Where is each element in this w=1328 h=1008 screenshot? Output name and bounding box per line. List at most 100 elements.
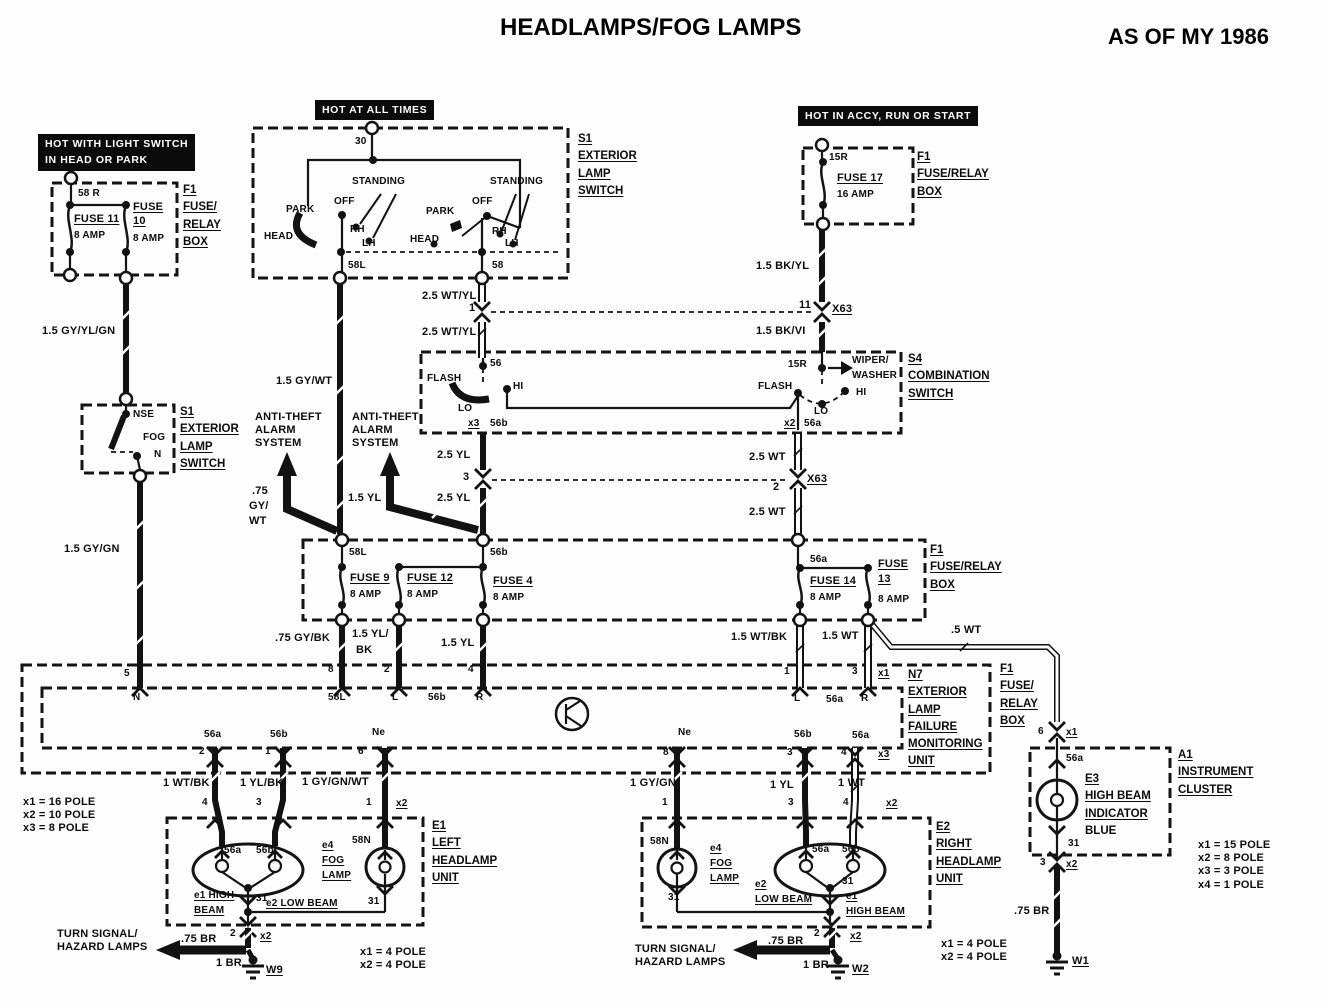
fuse-11-amp: 8 AMP [74, 230, 106, 241]
e1-low-beam: e2 LOW BEAM [266, 898, 338, 909]
n7-56b-a: 56b [428, 692, 446, 703]
n7-c4: 4 [841, 747, 847, 758]
fuse-12-amp: 8 AMP [407, 589, 439, 600]
wire-2.5-wt-b: 2.5 WT [749, 506, 786, 518]
e2-x2-top: x2 [886, 798, 898, 809]
ground-w2-icon [827, 964, 849, 980]
fuse-10-number: 10 [133, 215, 146, 227]
n7-b56a: 56a [204, 729, 222, 740]
lo-left: LO [458, 403, 473, 414]
hi-right: HI [856, 387, 867, 398]
n7-x1: x1 [878, 668, 890, 679]
terminal-15r-s4: 15R [788, 359, 807, 370]
dashed-links [111, 251, 844, 481]
dashed-component-boxes [20, 126, 1172, 929]
connector-x2-s4: x2 [784, 418, 796, 429]
e1-t3: 3 [256, 797, 262, 808]
fuse-13-amp: 8 AMP [878, 594, 910, 605]
wire-.75-gy-wt-2: GY/ [249, 500, 269, 512]
e1-fog-bulb-icon [364, 846, 406, 888]
flash-left: FLASH [427, 373, 462, 384]
n7-t8: 8 [328, 664, 334, 675]
fuse-9-label: FUSE 9 [350, 572, 390, 584]
wire-1.5-yl: 1.5 YL [348, 492, 382, 504]
n7-l-a: L [392, 692, 399, 703]
e2-31-main: 31 [842, 876, 854, 887]
lh-left: LH [362, 238, 376, 249]
switch-levers [108, 193, 530, 451]
connector-11: 11 [799, 299, 812, 311]
wire-1.5-yl-b: 1.5 YL [441, 637, 475, 649]
wire-1.5-yl-bk-2: BK [356, 644, 373, 656]
e1-31-main: 31 [256, 893, 268, 904]
anti-theft-2: ANTI-THEFT ALARM SYSTEM [352, 411, 419, 450]
ground-w9-label: W9 [266, 964, 283, 976]
ground-w2-label: W2 [852, 963, 869, 975]
head-right: HEAD [410, 234, 440, 245]
e1-high-1: e1 HIGH [194, 890, 235, 901]
rh-right: RH [492, 226, 507, 237]
terminal-56: 56 [490, 358, 502, 369]
box-a1-instrument-cluster [1028, 746, 1172, 857]
box-e1-left-headlamp [165, 816, 425, 927]
ground-w1-label: W1 [1072, 955, 1089, 967]
box-e2-right-headlamp [640, 816, 932, 929]
label-f1-top-right: F1 FUSE/RELAY BOX [917, 151, 989, 198]
e2-headlamp-bulb-icon [773, 842, 887, 898]
power-label-light-switch: HOT WITH LIGHT SWITCH IN HEAD OR PARK [38, 134, 196, 171]
e2-31-fog: 31 [668, 892, 680, 903]
arrow-heads [156, 220, 853, 960]
n7-c56b: 56b [794, 729, 812, 740]
label-s1-fog-switch: S1 EXTERIOR LAMP SWITCH [180, 406, 239, 470]
e2-56a: 56a [812, 844, 830, 855]
standing-left: STANDING [352, 176, 406, 187]
off-right: OFF [472, 196, 493, 207]
fuse-9-amp: 8 AMP [350, 589, 382, 600]
terminal-15r-fusebox: 15R [829, 152, 848, 163]
connector-1: 1 [469, 302, 476, 314]
e1-t4: 4 [202, 797, 208, 808]
legend-e2-connectors: x1 = 4 POLE x2 = 4 POLE [941, 938, 1008, 964]
a1-31: 31 [1068, 838, 1080, 849]
e1-56a: 56a [224, 845, 242, 856]
wire-1-wt-bk: 1 WT/BK [163, 777, 210, 789]
wire-.5-wt: .5 WT [951, 624, 982, 636]
wire-2.5-yl-a: 2.5 YL [437, 449, 471, 461]
n7-c3: 3 [787, 747, 793, 758]
turn-signal-hazard-1: TURN SIGNAL/ HAZARD LAMPS [57, 928, 148, 954]
n7-56a-a: 56a [826, 694, 844, 705]
n7-b2: 2 [199, 746, 205, 757]
n7-bne: Ne [372, 727, 386, 738]
label-f1-mid: F1 FUSE/RELAY BOX [930, 544, 1002, 591]
n7-n: N [133, 692, 141, 703]
fuse-14-label: FUSE 14 [810, 575, 857, 587]
label-n7-unit: N7 EXTERIOR LAMP FAILURE MONITORING UNIT [908, 669, 983, 768]
a1-x2: x2 [1066, 859, 1078, 870]
n7-x3: x3 [878, 749, 890, 760]
e2-fog-bulb-icon [656, 847, 698, 889]
ground-w9-icon [242, 964, 264, 980]
wire-2.5-wt-a: 2.5 WT [749, 451, 786, 463]
wiper-washer-2: WASHER [852, 370, 898, 381]
e2-t1: 1 [662, 797, 668, 808]
n7-t3: 3 [852, 666, 858, 677]
wire-1.5-gy-gn: 1.5 GY/GN [64, 543, 120, 555]
anti-theft-arrow-icon [277, 452, 297, 476]
n7-t1: 1 [784, 666, 790, 677]
power-label-hot-at-all-times: HOT AT ALL TIMES [315, 100, 435, 121]
terminal-58l-fusebox: 58L [349, 547, 367, 558]
e1-e4: e4 [322, 840, 334, 851]
label-e2-unit: E2 RIGHT HEADLAMP UNIT [936, 821, 1002, 885]
n7-l-b: L [794, 693, 801, 704]
wire-.75-br-e2: .75 BR [768, 935, 804, 947]
n7-r-b: R [861, 693, 869, 704]
wires-thin [68, 134, 1059, 925]
fog-switch-fog: FOG [143, 432, 166, 443]
rh-left: RH [350, 224, 365, 235]
fog-switch-n: N [154, 449, 162, 460]
e2-lamp: LAMP [710, 873, 740, 884]
connector-2: 2 [773, 481, 780, 493]
label-s4-combination: S4 COMBINATION SWITCH [908, 353, 990, 400]
e2-t2: 2 [814, 928, 820, 939]
wiper-washer-arrow-icon [841, 361, 853, 375]
